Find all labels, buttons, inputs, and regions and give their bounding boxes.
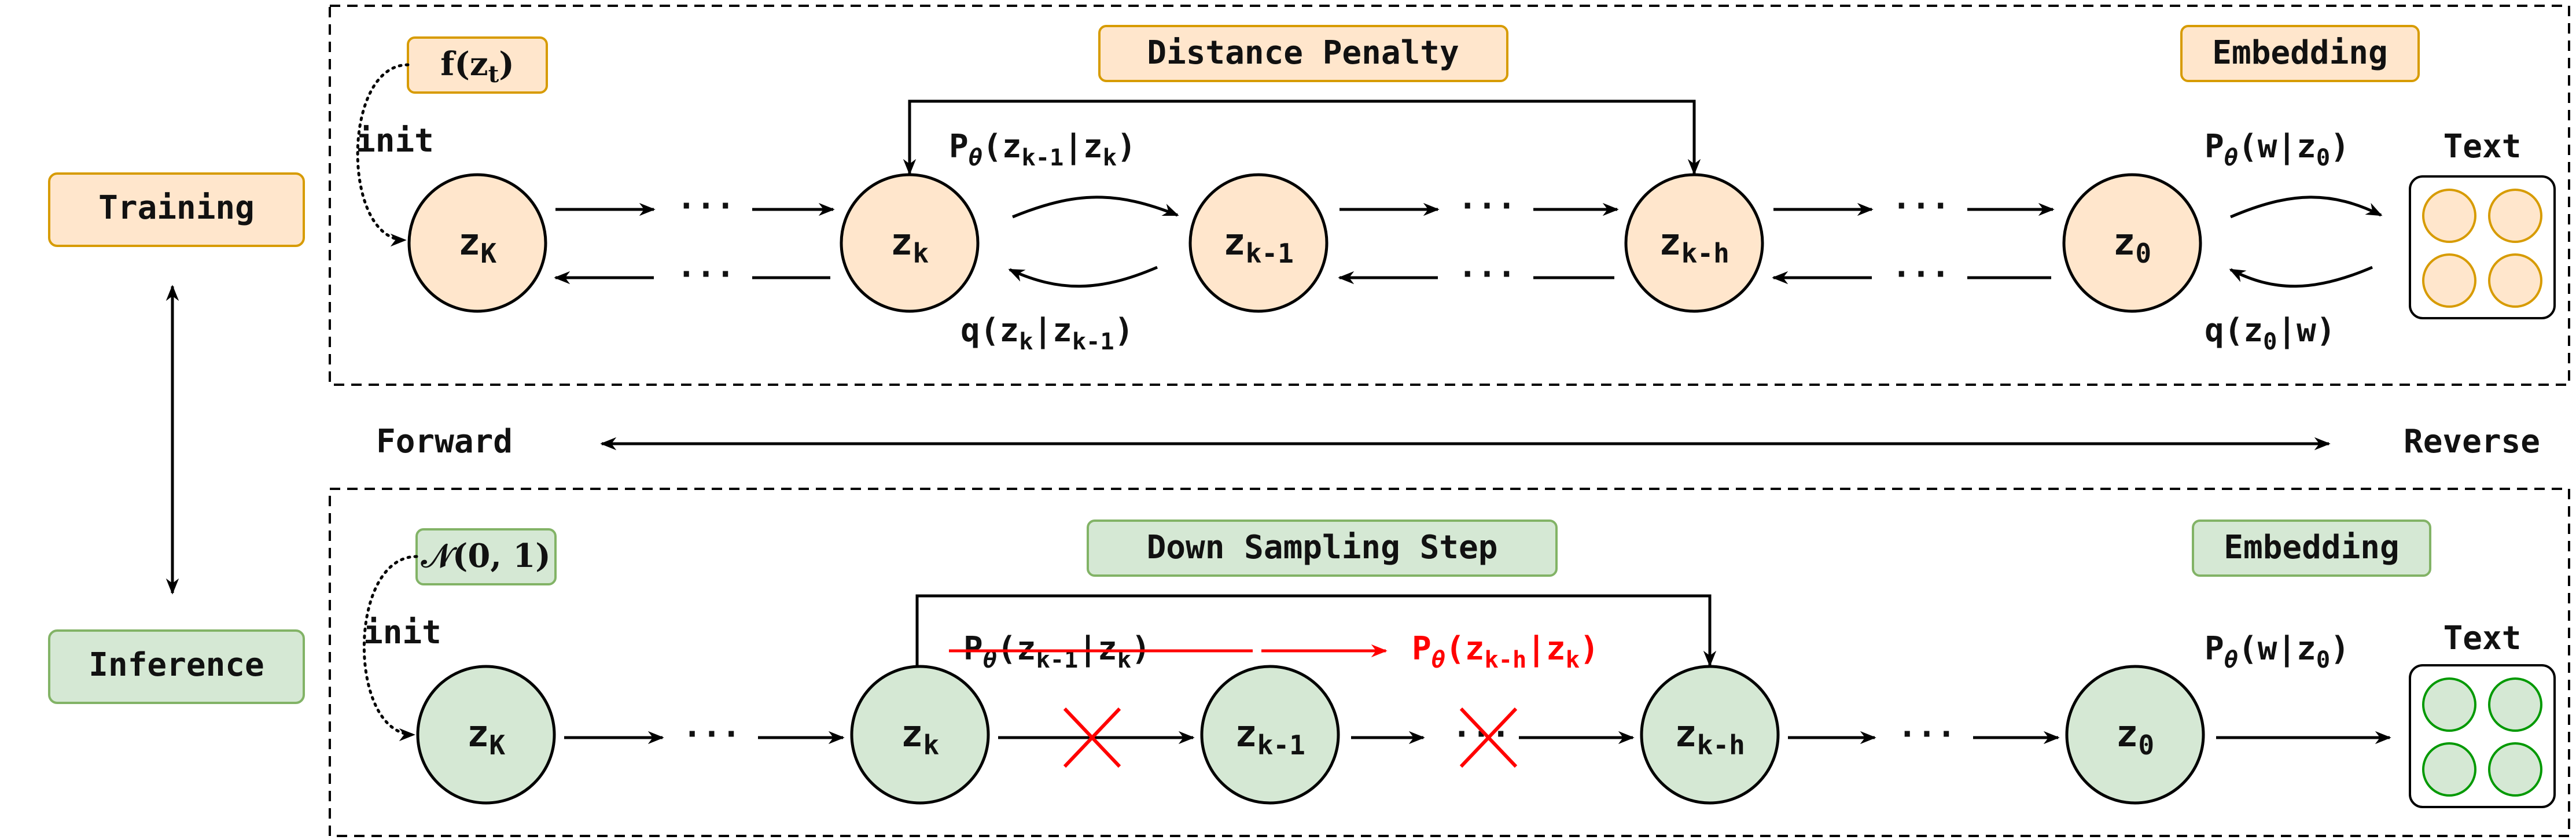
training-q: q(zk|zk-1) — [961, 312, 1134, 355]
training-init-fn: f(z — [440, 45, 488, 83]
forward-label: Forward — [376, 423, 513, 460]
svg-text:zk-h: zk-h — [1675, 713, 1745, 761]
distance-penalty-connector — [908, 100, 1701, 175]
down-sampling-label: Down Sampling Step — [1147, 529, 1498, 566]
inference-node-zk-h: zk-h — [1640, 665, 1780, 805]
svg-text:···: ··· — [1458, 187, 1516, 225]
training-panel — [329, 5, 2570, 386]
inference-init-box: 𝒩(0, 1) — [415, 528, 557, 585]
inference-node-zk-1: zk-1 — [1200, 665, 1340, 805]
svg-text:···: ··· — [682, 716, 741, 753]
svg-text:···: ··· — [1458, 256, 1516, 293]
training-arrows-z0-text — [2229, 196, 2383, 288]
training-text-box — [2409, 175, 2556, 319]
inference-arrows-zk-h-z0: ··· — [1788, 716, 2060, 753]
inference-panel — [329, 488, 2570, 837]
training-init-close: ) — [499, 45, 514, 83]
inference-embedding-label: Embedding — [2224, 529, 2399, 566]
inference-p-w: Pθ(w|z0) — [2205, 630, 2350, 673]
inference-node-zk: zk — [850, 665, 990, 805]
svg-text:zK: zK — [467, 713, 506, 761]
svg-text:f(zt): f(zt) — [440, 45, 514, 88]
training-arrows-zk-1-zk-h: ··· ··· — [1338, 187, 1619, 293]
svg-text:zk-1: zk-1 — [1223, 221, 1294, 269]
training-node-zk-h: zk-h — [1624, 173, 1764, 313]
distance-penalty-box: Distance Penalty — [1098, 25, 1508, 82]
training-init-label: init — [356, 122, 434, 160]
training-init-arrow — [356, 63, 410, 247]
training-init-sub: t — [488, 60, 499, 88]
down-sampling-connector — [915, 594, 1717, 667]
svg-text:···: ··· — [676, 256, 735, 293]
inference-text-label: Text — [2443, 620, 2522, 657]
training-node-z0: z0 — [2062, 173, 2202, 313]
distance-penalty-label: Distance Penalty — [1147, 34, 1459, 72]
inference-label: Inference — [89, 646, 264, 684]
svg-text:zk: zk — [890, 221, 929, 269]
inference-side-box: Inference — [48, 629, 305, 704]
inference-init-fn: 𝒩(0, 1) — [421, 537, 551, 575]
training-node-zk-1: zk-1 — [1188, 173, 1329, 313]
inference-arrows-zK-zk: ··· — [564, 716, 845, 753]
training-text-label: Text — [2443, 128, 2522, 165]
inference-init-label: init — [363, 614, 441, 651]
svg-text:zk-1: zk-1 — [1235, 713, 1305, 761]
inference-node-zK: zK — [416, 665, 556, 805]
training-label: Training — [98, 189, 255, 227]
inference-arrow-zk-zk-1-blocked — [998, 707, 1195, 768]
training-side-box: Training — [48, 172, 305, 247]
svg-text:···: ··· — [1897, 716, 1956, 753]
svg-text:z0: z0 — [2113, 221, 2151, 269]
training-p-w: Pθ(w|z0) — [2205, 128, 2350, 171]
training-embedding-box: Embedding — [2180, 25, 2420, 82]
inference-text-box — [2409, 664, 2556, 808]
training-node-zk: zk — [840, 173, 980, 313]
training-q-w: q(z0|w) — [2205, 312, 2336, 355]
training-node-zK: zK — [407, 173, 547, 313]
inference-init-arrow — [362, 555, 418, 742]
svg-text:···: ··· — [1891, 256, 1950, 293]
training-init-box: f(zt) — [407, 36, 548, 94]
svg-text:···: ··· — [1891, 187, 1950, 225]
down-sampling-box: Down Sampling Step — [1087, 520, 1558, 577]
inference-arrow-zk-1-zk-h-blocked: ··· — [1351, 707, 1635, 768]
training-embedding-label: Embedding — [2212, 34, 2387, 72]
inference-node-z0: z0 — [2065, 665, 2205, 805]
training-p-theta: Pθ(zk-1|zk) — [949, 128, 1136, 171]
training-arrows-zk-zk-1 — [1008, 196, 1179, 288]
svg-text:zK: zK — [458, 221, 497, 269]
svg-text:z0: z0 — [2116, 713, 2154, 761]
svg-text:zk: zk — [901, 713, 939, 761]
inference-embedding-box: Embedding — [2192, 520, 2431, 577]
training-arrows-zk-h-z0: ··· ··· — [1772, 187, 2055, 293]
svg-text:···: ··· — [676, 187, 735, 225]
reverse-label: Reverse — [2404, 423, 2540, 460]
svg-text:zk-h: zk-h — [1659, 221, 1729, 269]
training-arrows-zK-zk: ··· ··· — [554, 187, 835, 293]
inference-p-red: Pθ(zk-h|zk) — [1412, 630, 1599, 673]
